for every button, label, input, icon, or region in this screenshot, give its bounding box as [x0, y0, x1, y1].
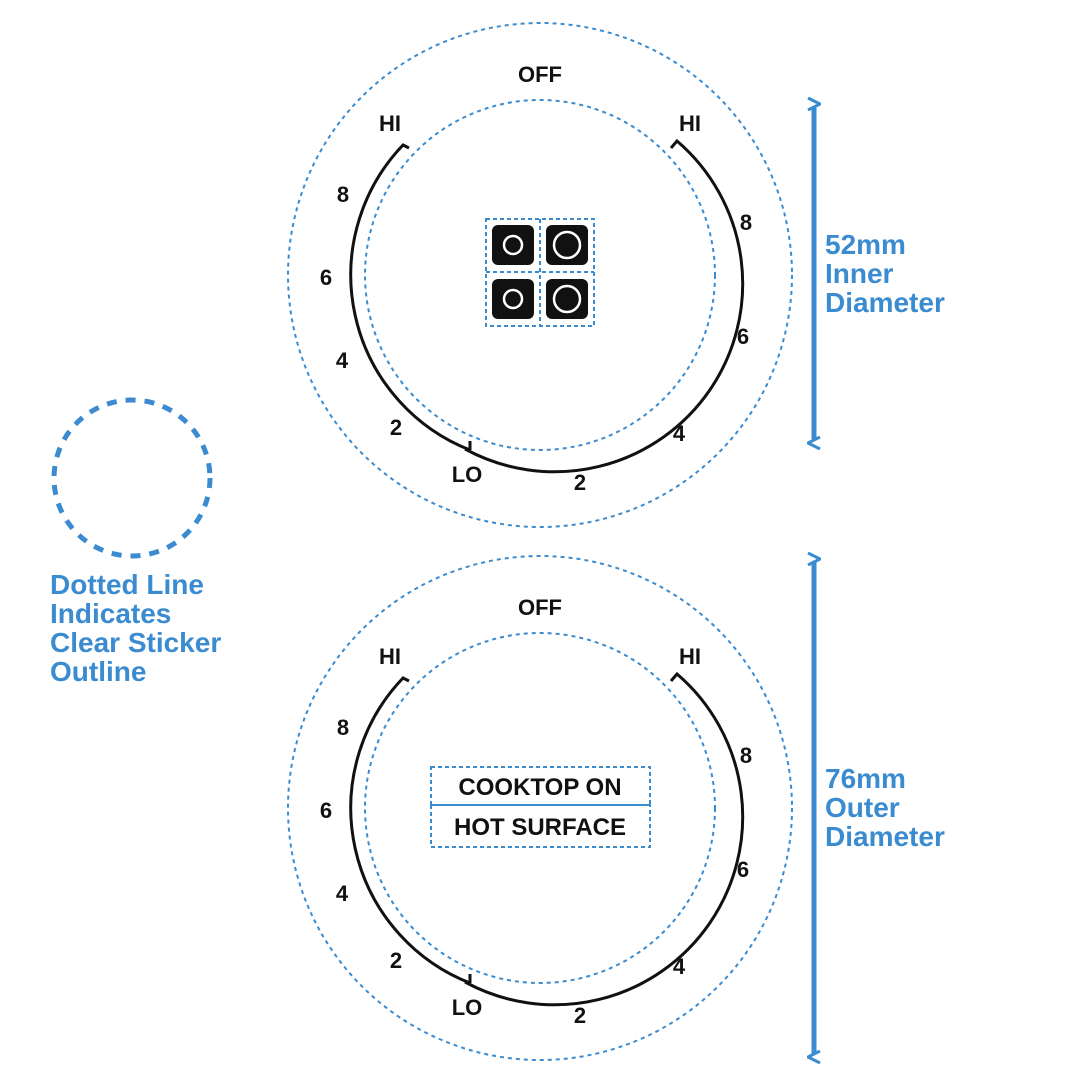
sticker-top: OFF HI HI LO 8 6 4 2 8 6 4 2	[287, 22, 793, 528]
dial-arc-right	[464, 671, 745, 1007]
dial-arc-right	[464, 138, 745, 474]
label-lo: LO	[452, 462, 483, 487]
right-scale-8: 8	[740, 743, 752, 768]
warning-label: COOKTOP ON HOT SURFACE	[430, 766, 651, 848]
left-scale-6: 6	[320, 798, 332, 823]
inner-outline	[364, 99, 716, 451]
outer-dimension-line-2: Outer	[825, 792, 900, 823]
legend-line-4: Outline	[50, 656, 146, 687]
label-lo: LO	[452, 995, 483, 1020]
legend-line-1: Dotted Line	[50, 569, 204, 600]
outer-dimension-line-3: Diameter	[825, 821, 945, 852]
label-off: OFF	[518, 62, 562, 87]
left-scale-8: 8	[337, 182, 349, 207]
outer-dimension-value: 76mm	[825, 763, 906, 794]
left-scale-4: 4	[336, 881, 349, 906]
left-scale-4: 4	[336, 348, 349, 373]
left-scale-8: 8	[337, 715, 349, 740]
right-scale-2: 2	[574, 470, 586, 495]
inner-dimension-value: 52mm	[825, 229, 906, 260]
outer-outline	[287, 555, 793, 1061]
right-scale-4: 4	[673, 421, 686, 446]
left-scale-6: 6	[320, 265, 332, 290]
right-scale-4: 4	[673, 954, 686, 979]
right-scale-6: 6	[737, 857, 749, 882]
legend-dotted-circle-icon	[51, 397, 213, 559]
warning-line-2: HOT SURFACE	[454, 814, 626, 841]
inner-dimension-line-2: Inner	[825, 258, 894, 289]
label-hi-left: HI	[379, 644, 401, 669]
inner-dimension-line-3: Diameter	[825, 287, 945, 318]
dial-arc-left	[349, 143, 471, 452]
left-scale-2: 2	[390, 948, 402, 973]
inner-outline	[364, 632, 716, 984]
label-off: OFF	[518, 595, 562, 620]
left-scale-2: 2	[390, 415, 402, 440]
legend-line-2: Indicates	[50, 598, 171, 629]
right-scale-8: 8	[740, 210, 752, 235]
label-hi-right: HI	[679, 111, 701, 136]
cooktop-burners-icon	[485, 218, 595, 327]
label-hi-left: HI	[379, 111, 401, 136]
right-scale-2: 2	[574, 1003, 586, 1028]
sticker-bottom: OFF HI HI LO 8 6 4 2 8 6 4 2 COOKTOP ON …	[287, 555, 793, 1061]
label-hi-right: HI	[679, 644, 701, 669]
outer-outline	[287, 22, 793, 528]
dial-arc-left	[349, 676, 471, 985]
right-scale-6: 6	[737, 324, 749, 349]
warning-line-1: COOKTOP ON	[458, 774, 621, 801]
legend-line-3: Clear Sticker	[50, 627, 221, 658]
